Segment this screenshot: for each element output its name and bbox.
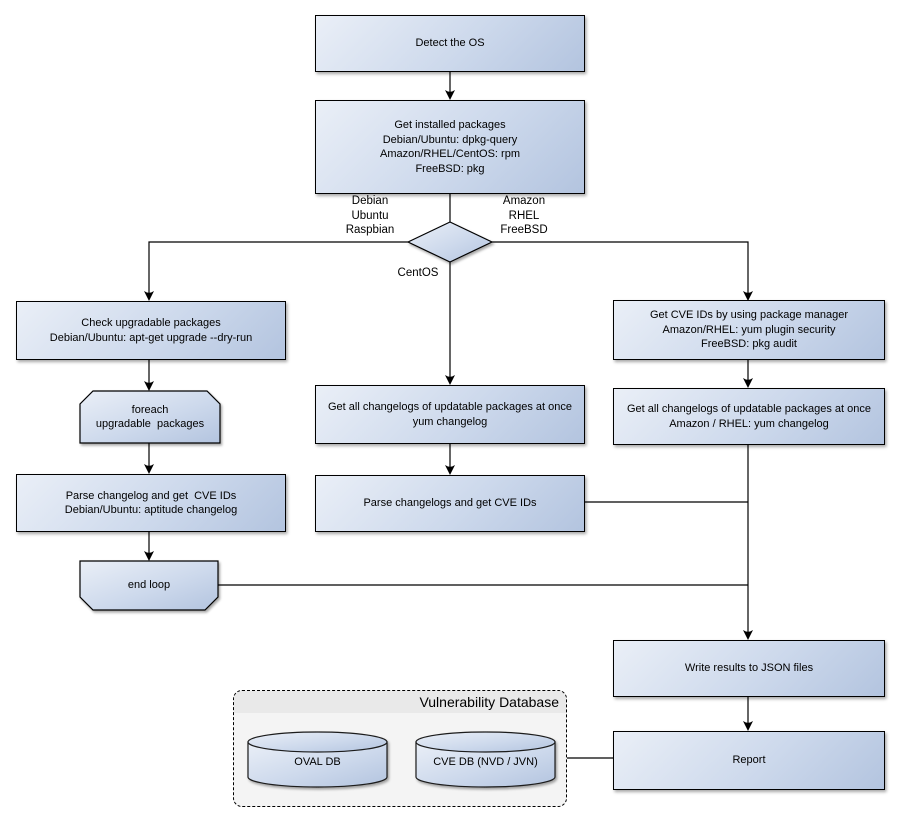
node-get-changelogs-centos-label: Get all changelogs of updatable packages…	[327, 401, 572, 428]
node-report: Report	[613, 731, 885, 790]
end-loop-label: end loop	[127, 579, 171, 592]
node-get-changelogs-centos: Get all changelogs of updatable packages…	[315, 385, 585, 444]
node-write-results-json: Write results to JSON files	[613, 640, 885, 697]
os-decision-diamond	[406, 221, 494, 263]
node-parse-changelogs-centos: Parse changelogs and get CVE IDs	[315, 475, 585, 532]
node-get-installed-packages: Get installed packages Debian/Ubuntu: dp…	[315, 100, 585, 194]
branch-label-debian: Debian Ubuntu Raspbian	[345, 195, 395, 236]
vulnerability-database-header: Vulnerability Database	[234, 691, 566, 713]
node-get-changelogs-amazon: Get all changelogs of updatable packages…	[613, 388, 885, 445]
oval-db-cylinder	[247, 731, 388, 788]
node-get-cve-ids-pkg-manager-label: Get CVE IDs by using package manager Ama…	[649, 309, 849, 351]
oval-db-label: OVAL DB	[294, 755, 341, 768]
node-report-label: Report	[732, 754, 766, 767]
end-loop-shape	[79, 560, 219, 611]
node-get-installed-packages-label: Get installed packages Debian/Ubuntu: dp…	[380, 119, 520, 175]
node-parse-changelogs-centos-label: Parse changelogs and get CVE IDs	[363, 497, 537, 510]
node-parse-changelog-debian: Parse changelog and get CVE IDs Debian/U…	[16, 474, 286, 532]
node-get-changelogs-amazon-label: Get all changelogs of updatable packages…	[626, 403, 871, 430]
branch-label-amazon: Amazon RHEL FreeBSD	[500, 195, 548, 236]
vulnerability-database-title: Vulnerability Database	[419, 694, 559, 710]
arrowheads	[144, 90, 753, 731]
node-get-cve-ids-pkg-manager: Get CVE IDs by using package manager Ama…	[613, 300, 885, 360]
cve-db-cylinder	[415, 731, 556, 788]
node-write-results-json-label: Write results to JSON files	[684, 662, 814, 675]
node-parse-changelog-debian-label: Parse changelog and get CVE IDs Debian/U…	[64, 489, 238, 517]
branch-label-centos: CentOS	[397, 267, 439, 279]
foreach-loop-label: foreach upgradable packages	[95, 403, 205, 431]
foreach-loop-shape	[79, 390, 221, 444]
connectors	[148, 70, 749, 759]
node-check-upgradable-packages-label: Check upgradable packages Debian/Ubuntu:…	[49, 317, 253, 344]
node-check-upgradable-packages: Check upgradable packages Debian/Ubuntu:…	[16, 301, 286, 360]
cve-db-label: CVE DB (NVD / JVN)	[433, 755, 538, 768]
node-detect-os: Detect the OS	[315, 15, 585, 72]
node-detect-os-label: Detect the OS	[415, 37, 485, 50]
